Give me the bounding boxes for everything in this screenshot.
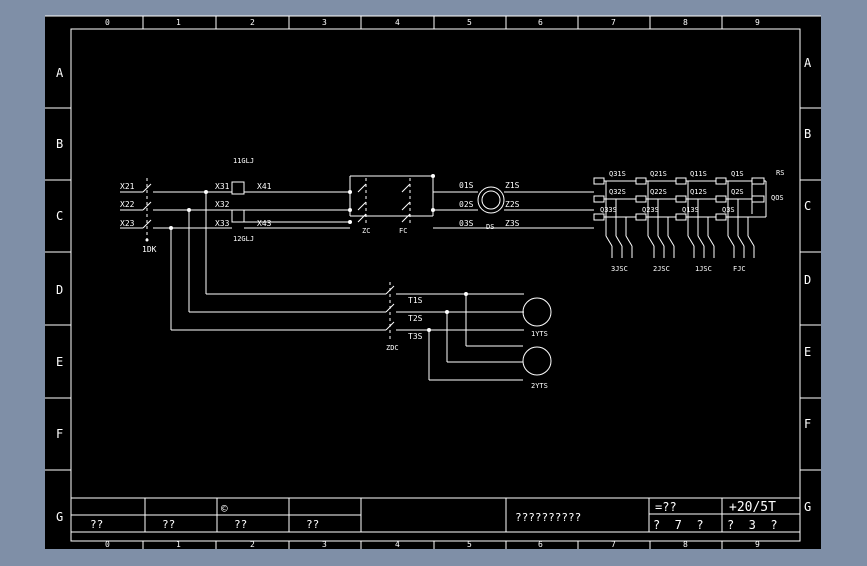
- lower-branch-wiring: [170, 192, 552, 381]
- column-label-bottom: 5: [467, 540, 472, 549]
- label-x21: X21: [120, 182, 135, 191]
- label-2jsc: 2JSC: [653, 265, 670, 273]
- column-label-top: 8: [683, 18, 688, 27]
- label-3jsc: 3JSC: [611, 265, 628, 273]
- row-label-left: C: [56, 209, 63, 223]
- copyright-symbol: ©: [221, 502, 228, 515]
- label-x43: X43: [257, 219, 272, 228]
- column-label-top: 5: [467, 18, 472, 27]
- column-label-bottom: 1: [176, 540, 181, 549]
- column-label-top: 2: [250, 18, 255, 27]
- label-2yts: 2YTS: [531, 382, 548, 390]
- column-label-bottom: 8: [683, 540, 688, 549]
- label-1dk: 1DK: [142, 245, 157, 254]
- row-label-right: G: [804, 500, 811, 514]
- row-label-left: A: [56, 66, 64, 80]
- label-01s: 01S: [459, 181, 474, 190]
- row-label-left: F: [56, 427, 63, 441]
- label-t3s: T3S: [408, 332, 423, 341]
- label-z3s: Z3S: [505, 219, 520, 228]
- row-label-left: G: [56, 510, 63, 524]
- page-info: ? 3 ?: [727, 518, 778, 532]
- column-label-bottom: 4: [395, 540, 400, 549]
- label-x23: X23: [120, 219, 135, 228]
- label-ds: DS: [486, 223, 494, 231]
- column-label-top: 3: [322, 18, 327, 27]
- label-1yts: 1YTS: [531, 330, 548, 338]
- label-q33s: Q33S: [600, 206, 617, 214]
- label-t2s: T2S: [408, 314, 423, 323]
- row-label-right: E: [804, 345, 811, 359]
- label-q1s: Q1S: [731, 170, 744, 178]
- title-cell-4: ??: [306, 518, 319, 531]
- column-label-top: 9: [755, 18, 760, 27]
- column-label-top: 6: [538, 18, 543, 27]
- title-cell-2: ??: [162, 518, 175, 531]
- label-11glj: 11GLJ: [233, 157, 254, 165]
- column-label-top: 0: [105, 18, 110, 27]
- junction-dots: [145, 174, 468, 332]
- column-label-bottom: 9: [755, 540, 760, 549]
- label-q12s: Q12S: [690, 188, 707, 196]
- drawing-code: +20/5T: [729, 500, 776, 515]
- row-label-left: E: [56, 355, 63, 369]
- row-label-right: F: [804, 417, 811, 431]
- inner-border: [70, 28, 801, 542]
- label-q3s: Q3S: [722, 206, 735, 214]
- label-x32: X32: [215, 200, 230, 209]
- label-z1s: Z1S: [505, 181, 520, 190]
- label-q13s: Q13S: [682, 206, 699, 214]
- equals-label: =??: [655, 500, 677, 514]
- row-label-right: B: [804, 127, 811, 141]
- label-q32s: Q32S: [609, 188, 626, 196]
- label-t1s: T1S: [408, 296, 423, 305]
- label-fc: FC: [399, 227, 407, 235]
- column-label-bottom: 7: [611, 540, 616, 549]
- title-block: [71, 497, 800, 533]
- label-03s: 03S: [459, 219, 474, 228]
- label-zdc: ZDC: [386, 344, 399, 352]
- label-zc: ZC: [362, 227, 370, 235]
- label-z2s: Z2S: [505, 200, 520, 209]
- sheet-info: ? 7 ?: [653, 518, 704, 532]
- column-label-bottom: 6: [538, 540, 543, 549]
- title-cell-3: ??: [234, 518, 247, 531]
- label-fjc: FJC: [733, 265, 746, 273]
- row-label-right: D: [804, 273, 811, 287]
- label-qos: QOS: [771, 194, 784, 202]
- row-label-left: B: [56, 137, 63, 151]
- column-label-top: 4: [395, 18, 400, 27]
- label-x22: X22: [120, 200, 135, 209]
- label-q31s: Q31S: [609, 170, 626, 178]
- upper-bus-wiring: [120, 175, 767, 258]
- column-label-bottom: 0: [105, 540, 110, 549]
- row-label-left: D: [56, 283, 63, 297]
- sheet-background: [45, 16, 821, 549]
- label-x31: X31: [215, 182, 230, 191]
- label-q22s: Q22S: [650, 188, 667, 196]
- column-label-top: 1: [176, 18, 181, 27]
- column-label-top: 7: [611, 18, 616, 27]
- row-label-right: C: [804, 199, 811, 213]
- label-02s: 02S: [459, 200, 474, 209]
- drawing-title: ??????????: [515, 511, 581, 524]
- row-label-right: A: [804, 56, 812, 70]
- label-x41: X41: [257, 182, 272, 191]
- column-label-bottom: 3: [322, 540, 327, 549]
- title-cell-1: ??: [90, 518, 103, 531]
- label-1jsc: 1JSC: [695, 265, 712, 273]
- label-rs: RS: [776, 169, 784, 177]
- label-q11s: Q11S: [690, 170, 707, 178]
- label-x33: X33: [215, 219, 230, 228]
- label-12glj: 12GLJ: [233, 235, 254, 243]
- column-label-bottom: 2: [250, 540, 255, 549]
- label-q2s: Q2S: [731, 188, 744, 196]
- label-q23s: Q23S: [642, 206, 659, 214]
- label-q21s: Q21S: [650, 170, 667, 178]
